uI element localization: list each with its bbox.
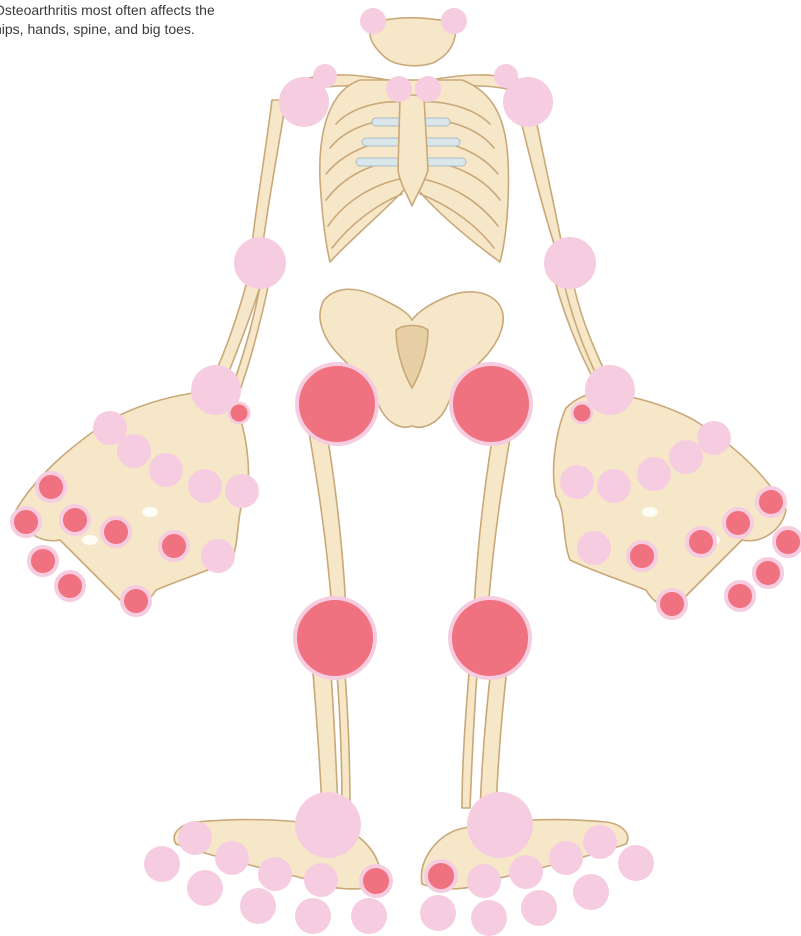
big-toe-right: [426, 861, 456, 891]
jaw-joint-right: [441, 8, 467, 34]
right-hand-joint: [637, 457, 671, 491]
ankle-right: [467, 792, 533, 858]
left-fibula: [336, 660, 350, 808]
right-hand-joint: [597, 469, 631, 503]
right-fibula: [462, 660, 478, 808]
wrist-small-right: [572, 403, 592, 423]
right-hand-joint: [560, 465, 594, 499]
right-hand-joint: [669, 440, 703, 474]
left-tibia: [312, 660, 338, 810]
wrist-right: [585, 365, 635, 415]
right-finger-joint: [628, 542, 656, 570]
shoulder-right: [503, 77, 553, 127]
right-finger-joint: [658, 590, 686, 618]
left-finger-joint: [29, 547, 57, 575]
left-hand-joint: [117, 434, 151, 468]
right-toe-joint: [573, 874, 609, 910]
left-toe-joint: [351, 898, 387, 934]
left-toe-joint: [295, 898, 331, 934]
left-toe-joint: [240, 888, 276, 924]
left-finger-joint: [56, 572, 84, 600]
right-hand-joint: [697, 421, 731, 455]
elbow-left: [234, 237, 286, 289]
sternoclavicular-left: [386, 76, 412, 102]
left-toe-joint: [144, 846, 180, 882]
hip-right: [451, 364, 531, 444]
right-finger-joint: [687, 528, 715, 556]
left-finger-joint: [102, 518, 130, 546]
right-finger-joint: [726, 582, 754, 610]
left-finger-joint: [37, 473, 65, 501]
elbow-right: [544, 237, 596, 289]
big-toe-left: [361, 866, 391, 896]
right-toe-joint: [509, 855, 543, 889]
right-hand: [554, 392, 786, 607]
left-toe-joint: [215, 841, 249, 875]
left-finger-joint: [122, 587, 150, 615]
right-toe-joint: [549, 841, 583, 875]
knee-left: [295, 598, 375, 678]
right-toe-joint: [467, 864, 501, 898]
right-hand-joint: [577, 531, 611, 565]
wrist-small-left: [229, 403, 249, 423]
shoulder-left: [279, 77, 329, 127]
left-toe-joint: [258, 857, 292, 891]
left-toe-joint: [187, 870, 223, 906]
left-hand-joint: [188, 469, 222, 503]
sternoclavicular-right: [415, 76, 441, 102]
right-finger-joint: [754, 559, 782, 587]
right-toe-joint: [583, 825, 617, 859]
left-finger-joint: [160, 532, 188, 560]
right-finger-joint: [724, 509, 752, 537]
jaw-joint-left: [360, 8, 386, 34]
left-toe-joint: [304, 863, 338, 897]
right-toe-joint: [471, 900, 507, 936]
ankle-left: [295, 792, 361, 858]
left-toe-joint: [178, 821, 212, 855]
right-toe-joint: [618, 845, 654, 881]
left-finger-joint: [12, 508, 40, 536]
right-finger-joint: [757, 488, 785, 516]
left-hand-joint: [225, 474, 259, 508]
left-hand-joint: [149, 453, 183, 487]
knee-right: [450, 598, 530, 678]
hip-left: [297, 364, 377, 444]
left-finger-joint: [61, 506, 89, 534]
right-toe-joint: [420, 895, 456, 931]
left-hand-joint: [201, 539, 235, 573]
right-tibia: [480, 660, 508, 810]
right-finger-joint: [774, 528, 801, 556]
right-toe-joint: [521, 890, 557, 926]
